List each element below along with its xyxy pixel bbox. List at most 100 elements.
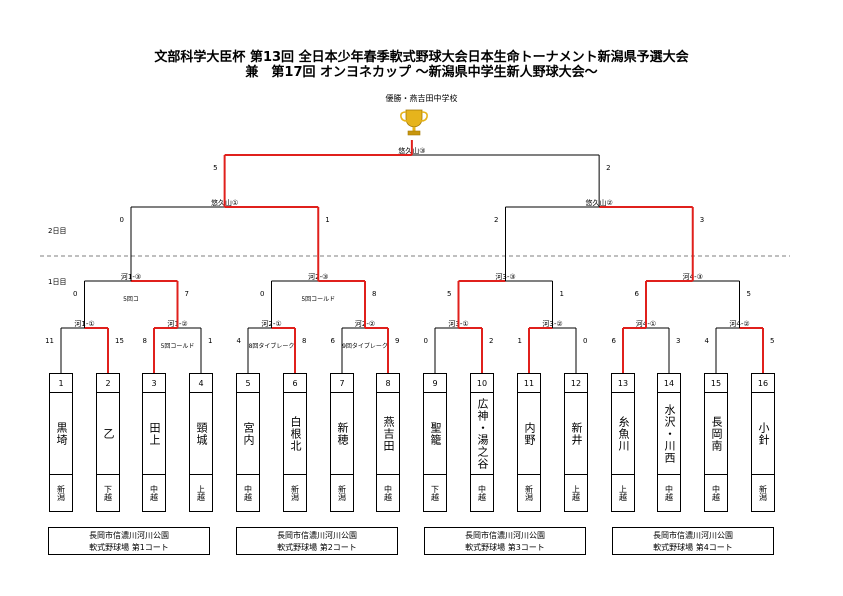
venue-court: 軟式野球場 第4コート (653, 543, 733, 552)
venue-box-4: 長岡市信濃川河川公園軟式野球場 第4コート (612, 527, 774, 555)
qf-match-1-score-right: 7 (185, 290, 189, 298)
team-number: 12 (565, 374, 587, 393)
team-number: 13 (612, 374, 634, 393)
qf-match-2-score-left: 0 (260, 290, 264, 298)
qf-match-3-score-right: 1 (560, 290, 564, 298)
team-name: 小針 (752, 393, 774, 475)
sf-match-2-score-right: 3 (700, 216, 704, 224)
team-name: 新穂 (331, 393, 353, 475)
venue-box-3: 長岡市信濃川河川公園軟式野球場 第3コート (424, 527, 586, 555)
team-name: 糸魚川 (612, 393, 634, 475)
trophy-icon (400, 109, 428, 136)
day1-label: 1日目 (48, 278, 66, 286)
team-number: 3 (143, 374, 165, 393)
champion-label: 優勝・燕吉田中学校 (385, 94, 458, 103)
final-match-score-right: 2 (606, 164, 610, 172)
team-name: 広神・湯之谷 (471, 393, 493, 475)
team-number: 7 (331, 374, 353, 393)
r1-match-8-score-left: 4 (705, 337, 710, 345)
r1-match-2-score-right: 1 (208, 337, 212, 345)
title-line-1: 文部科学大臣杯 第13回 全日本少年春季軟式野球大会日本生命トーナメント新潟県予… (154, 50, 689, 65)
team-name: 内野 (518, 393, 540, 475)
r1-match-7-score-left: 6 (612, 337, 617, 345)
qf-match-1-score-left: 0 (73, 290, 77, 298)
team-number: 10 (471, 374, 493, 393)
team-name: 燕吉田 (377, 393, 399, 475)
team-number: 15 (705, 374, 727, 393)
team-number: 8 (377, 374, 399, 393)
team-region: 上越 (618, 485, 628, 501)
sf-match-1-score-left: 0 (120, 216, 124, 224)
team-region: 新潟 (524, 485, 534, 501)
sf-match-1-score-right: 1 (325, 216, 329, 224)
venue-name: 長岡市信濃川河川公園 (277, 531, 357, 540)
team-region: 新潟 (290, 485, 300, 501)
team-number: 16 (752, 374, 774, 393)
team-region: 中越 (383, 485, 393, 501)
r1-match-2-note: 5回コールド (161, 343, 195, 350)
venue-box-2: 長岡市信濃川河川公園軟式野球場 第2コート (236, 527, 398, 555)
qf-match-3-score-left: 5 (447, 290, 451, 298)
r1-match-4-score-left: 6 (331, 337, 336, 345)
team-number: 4 (190, 374, 212, 393)
venue-name: 長岡市信濃川河川公園 (89, 531, 169, 540)
r1-match-7-score-right: 3 (676, 337, 680, 345)
team-name: 長岡南 (705, 393, 727, 475)
qf-match-1-note: 5回コ (123, 296, 139, 303)
qf-match-2-score-right: 8 (372, 290, 376, 298)
team-region: 新潟 (337, 485, 347, 501)
team-name: 白根北 (284, 393, 306, 475)
team-region: 新潟 (758, 485, 768, 501)
team-name: 乙 (97, 393, 119, 475)
team-region: 中越 (243, 485, 253, 501)
team-name: 田上 (143, 393, 165, 475)
venue-name: 長岡市信濃川河川公園 (653, 531, 733, 540)
venue-court: 軟式野球場 第3コート (465, 543, 545, 552)
team-region: 新潟 (56, 485, 66, 501)
team-name: 水沢・川西 (658, 393, 680, 475)
team-region: 中越 (711, 485, 721, 501)
r1-match-3-score-right: 8 (302, 337, 306, 345)
qf-match-4-score-left: 6 (635, 290, 640, 298)
r1-match-5-score-right: 2 (489, 337, 493, 345)
team-region: 中越 (477, 485, 487, 501)
qf-match-2-note: 5回コールド (301, 296, 335, 303)
title-line-2: 兼 第17回 オンヨネカップ ～新潟県中学生新人野球大会～ (245, 65, 598, 80)
venue-name: 長岡市信濃川河川公園 (465, 531, 545, 540)
venue-box-1: 長岡市信濃川河川公園軟式野球場 第1コート (48, 527, 210, 555)
team-number: 2 (97, 374, 119, 393)
r1-match-6-score-left: 1 (518, 337, 522, 345)
team-number: 6 (284, 374, 306, 393)
sf-match-2-score-left: 2 (494, 216, 498, 224)
team-number: 5 (237, 374, 259, 393)
team-number: 1 (50, 374, 72, 393)
team-number: 11 (518, 374, 540, 393)
team-region: 上越 (571, 485, 581, 501)
r1-match-4-score-right: 9 (395, 337, 399, 345)
team-region: 下越 (103, 485, 113, 501)
team-region: 上越 (196, 485, 206, 501)
team-region: 中越 (149, 485, 159, 501)
team-region: 中越 (664, 485, 674, 501)
r1-match-8-score-right: 5 (770, 337, 774, 345)
team-name: 頸城 (190, 393, 212, 475)
qf-match-4-score-right: 5 (747, 290, 751, 298)
r1-match-4-note: 9回タイブレーク (342, 342, 388, 350)
team-region: 下越 (430, 485, 440, 501)
team-name: 聖籠 (424, 393, 446, 475)
